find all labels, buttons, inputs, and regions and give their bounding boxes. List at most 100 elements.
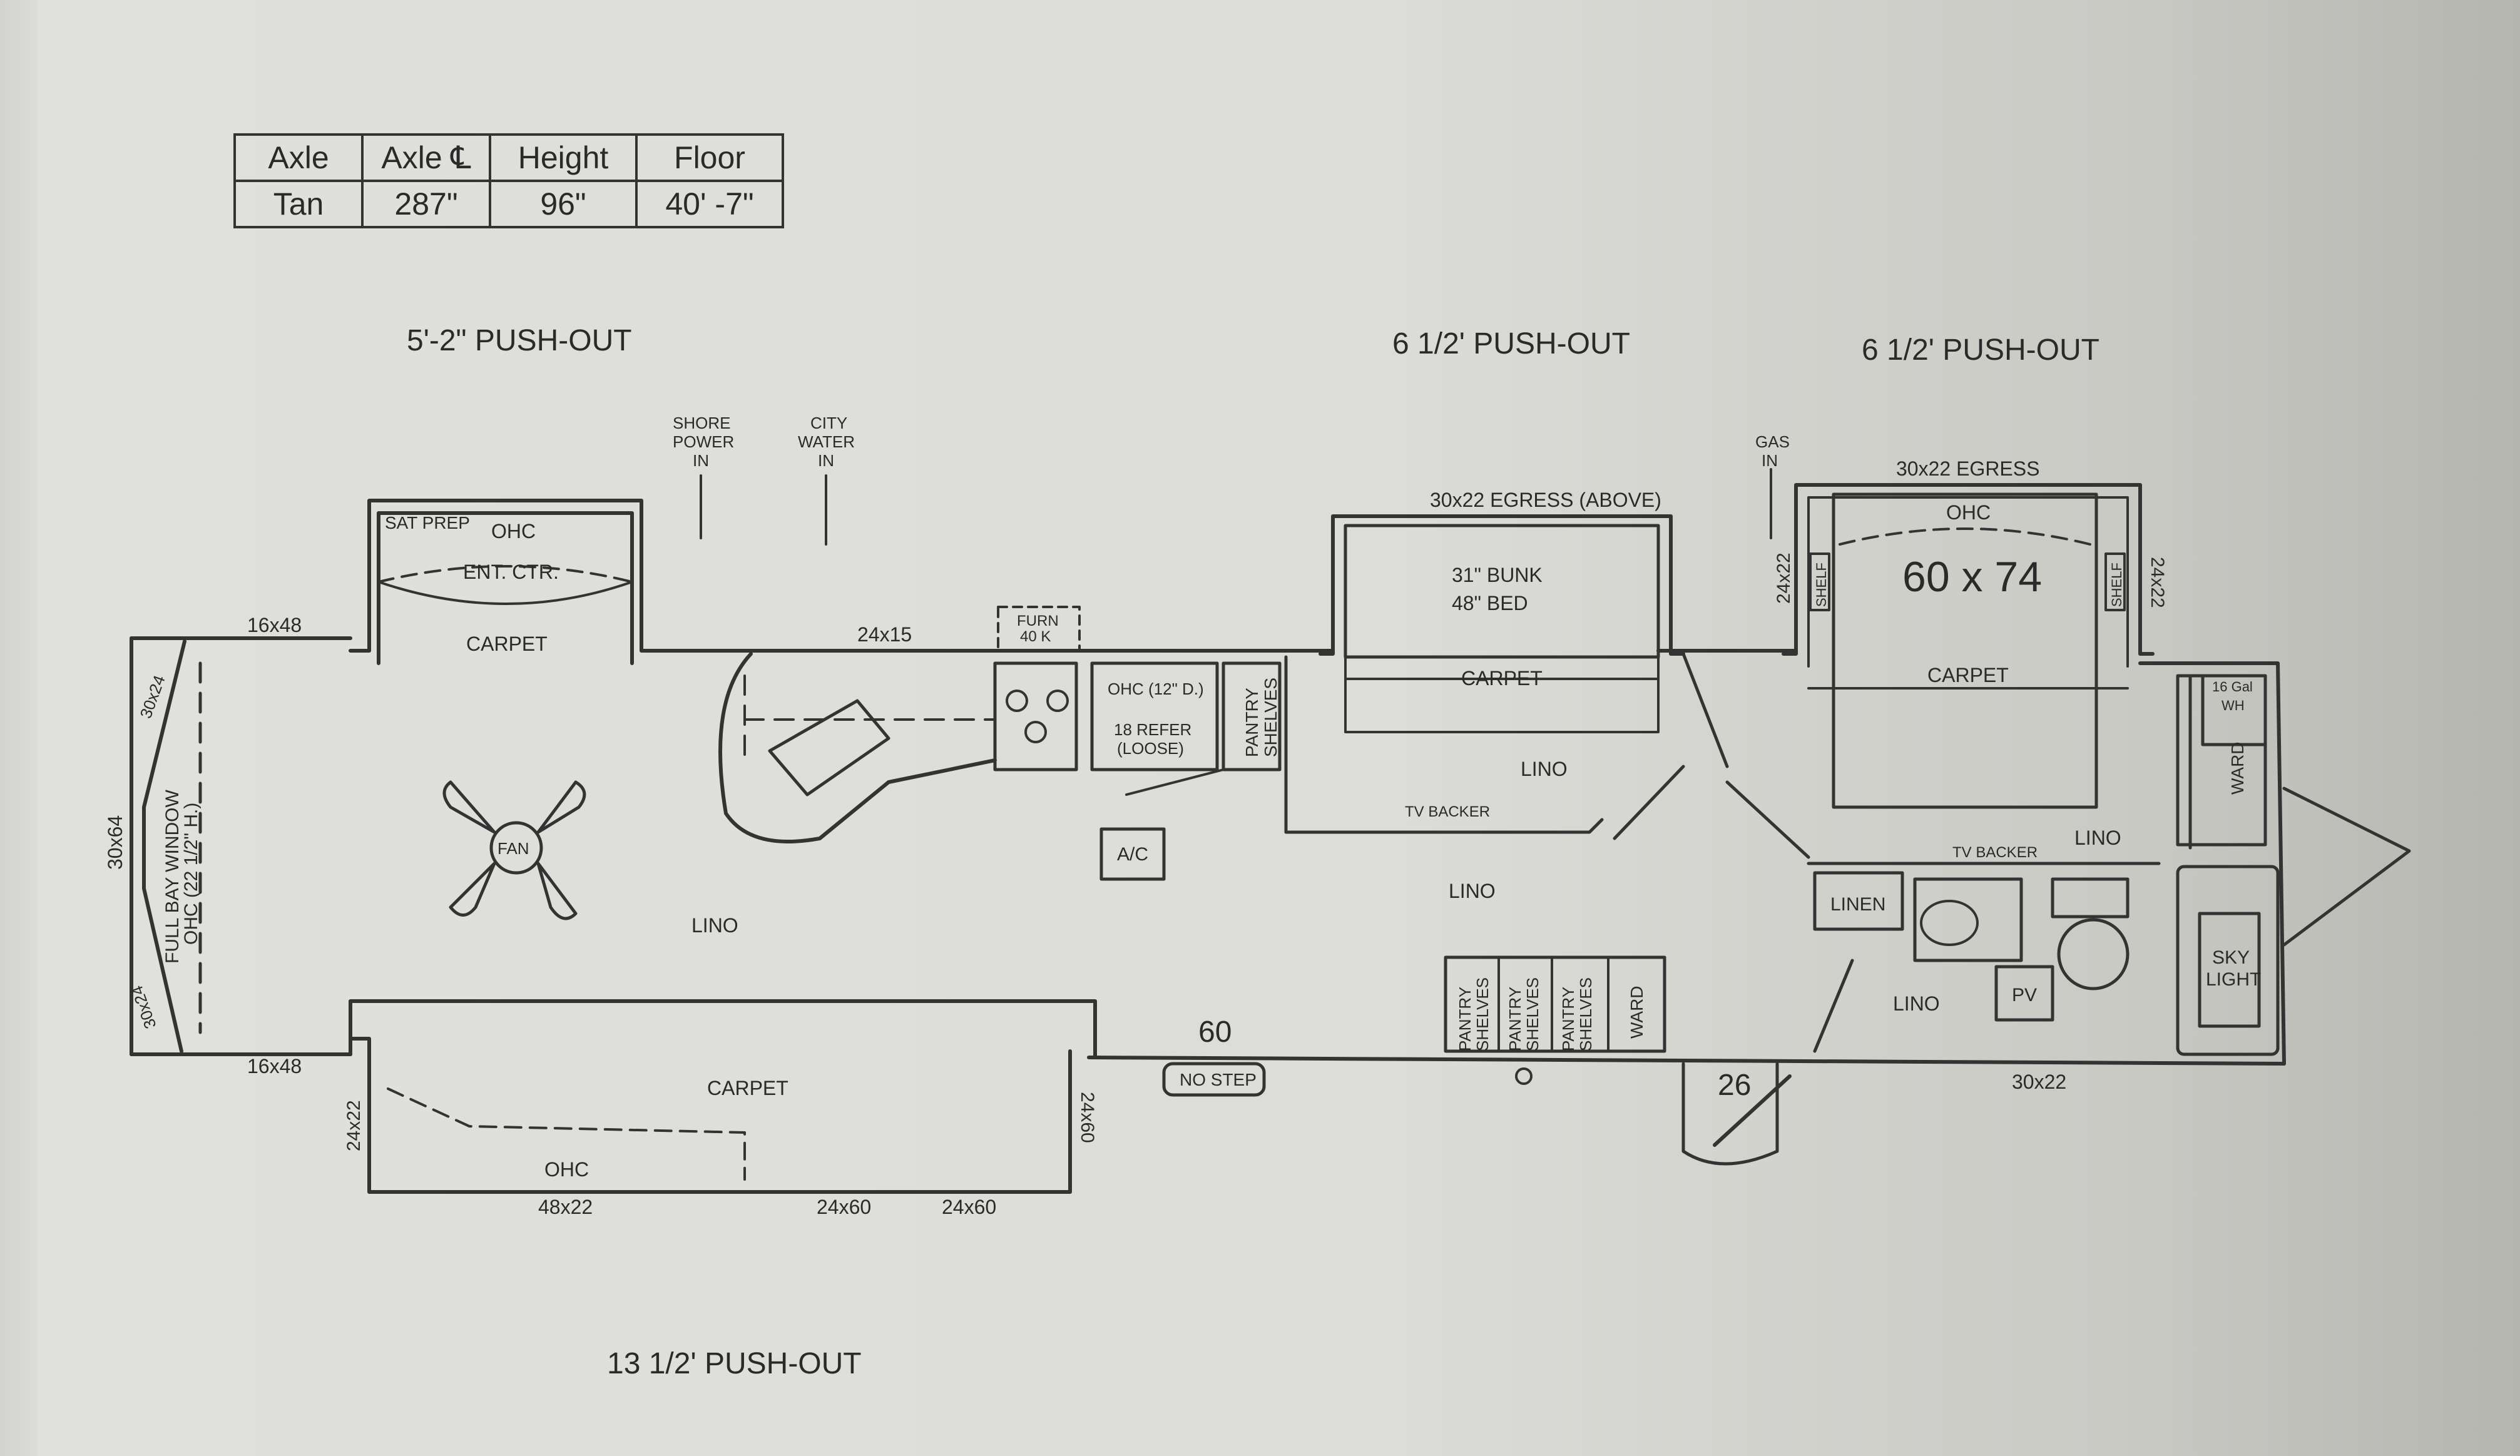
tv-backer-bunk — [1284, 818, 1604, 834]
burner-2 — [1046, 690, 1069, 712]
city-water-label-1: CITY — [810, 414, 847, 432]
bath-lino-label: LINO — [1893, 992, 1940, 1015]
hitch — [2282, 787, 2411, 947]
spec-value-height: 96" — [489, 180, 638, 228]
pv-box — [1994, 965, 2054, 1022]
pushout-front-left-inner — [377, 511, 634, 665]
door-26-label: 26 — [1718, 1069, 1751, 1102]
ceiling-fan — [442, 780, 586, 920]
bed-ohc-label: OHC — [1946, 501, 1991, 524]
egress-above-label: 30x22 EGRESS (ABOVE) — [1430, 489, 1661, 511]
pantry-kitchen-label-2: SHELVES — [1261, 678, 1280, 757]
ac-label: A/C — [1117, 844, 1148, 865]
burner-1 — [1006, 690, 1028, 712]
spec-value-floor: 40' -7" — [635, 180, 784, 228]
toilet-tank — [2051, 877, 2130, 919]
kitchen-counter — [718, 652, 997, 843]
w24x22-bed-label: 24x22 — [2147, 557, 2168, 608]
w48x22-label: 48x22 — [538, 1196, 593, 1218]
shelf-left — [1809, 552, 1830, 611]
city-water-label-3: IN — [818, 451, 834, 470]
furn-label-1: FURN — [1017, 613, 1059, 629]
linen-closet — [1813, 871, 1904, 931]
pushout-front-left — [349, 499, 665, 653]
pushout-bottom — [349, 999, 1097, 1059]
hall-pantry-label-1b: SHELVES — [1473, 977, 1492, 1051]
front-ohc-label: OHC — [491, 520, 536, 542]
w24x15-label: 24x15 — [857, 623, 912, 646]
hall-pantry — [1444, 955, 1666, 1053]
pushout-bedroom-inner — [1807, 496, 2129, 668]
pushout-bedroom — [1782, 483, 2155, 656]
bottom-carpet-label: CARPET — [707, 1077, 788, 1099]
wardrobe-rear — [2176, 674, 2267, 847]
hall-lino-label: LINO — [1521, 758, 1568, 780]
outlet-mark — [1515, 1067, 1533, 1085]
ent-ctr-arc-top — [377, 565, 633, 583]
w16x48-top-label: 16x48 — [247, 614, 302, 636]
bay-window-label-1: FULL BAY WINDOW — [162, 790, 183, 964]
shower — [2176, 865, 2280, 1056]
hall-ward-label: WARD — [1627, 985, 1646, 1039]
spec-header-axle: Axle — [233, 133, 364, 182]
w30x22-rear-label: 30x22 — [2012, 1071, 2066, 1093]
bottom-ohc-label: OHC — [544, 1158, 589, 1181]
gas-label-1: GAS — [1755, 432, 1790, 451]
entry-step — [1681, 1062, 1779, 1166]
bottom-ohc-dash — [387, 1087, 746, 1181]
outer-wall-right-top — [2138, 661, 2286, 1066]
w24x60-side-label: 24x60 — [1077, 1092, 1098, 1143]
entry-door-swing — [1713, 1074, 1792, 1147]
bay-window — [142, 639, 186, 1053]
pushout-bottom-outer — [349, 1037, 1072, 1194]
hall-pantry-label-3b: SHELVES — [1576, 977, 1595, 1051]
sink — [768, 699, 890, 797]
shore-power-label-2: POWER — [673, 432, 734, 451]
burner-3 — [1024, 721, 1047, 743]
paper-edge-shadow — [0, 0, 38, 1456]
spec-value-axle: Tan — [233, 180, 364, 228]
bed-ohc-arc — [1839, 527, 2091, 546]
hall-wall — [1681, 652, 1729, 768]
shelf-right — [2104, 552, 2126, 611]
skylight-label-1: SKY — [2212, 947, 2250, 968]
pushout-bunk — [1319, 514, 1685, 656]
spec-header-height: Height — [489, 133, 638, 182]
w24x60-b-label: 24x60 — [942, 1196, 996, 1218]
spec-value-axle-center: 287" — [361, 180, 491, 228]
w30x24-top-label: 30x24 — [136, 673, 168, 721]
queen-bed — [1832, 492, 2098, 809]
no-step-pad — [1162, 1062, 1266, 1097]
front-carpet-label: CARPET — [466, 633, 548, 655]
kitchen-counter-inner — [743, 675, 996, 765]
bedroom-wall-diag — [1725, 780, 1810, 859]
skylight-label-2: LIGHT — [2206, 969, 2261, 990]
bunk-label-1: 31" BUNK — [1452, 564, 1543, 586]
pushout-front-left-label: 5'-2" PUSH-OUT — [407, 324, 632, 357]
pantry-kitchen-label-1: PANTRY — [1242, 688, 1262, 757]
bed-carpet-label: CARPET — [1927, 664, 2009, 686]
shelf-right-label: SHELF — [2109, 563, 2125, 607]
pv-label: PV — [2012, 985, 2037, 1005]
bay-window-label-2: OHC (22 1/2" H.) — [181, 803, 201, 945]
bunk-bed — [1344, 524, 1660, 659]
middle-lino-label: LINO — [1449, 880, 1496, 902]
bunk-label-2: 48" BED — [1452, 592, 1528, 614]
spec-value-row: Tan 287" 96" 40' -7" — [233, 180, 784, 228]
ward-rear-label: WARD — [2228, 741, 2247, 795]
spec-header-axle-center: Axle ℄ — [361, 133, 491, 182]
w24x60-a-label: 24x60 — [817, 1196, 871, 1218]
toilet-bowl — [2057, 918, 2130, 990]
w24x22-bunk-label: 24x22 — [1773, 552, 1794, 604]
w30x64-label: 30x64 — [104, 815, 126, 870]
skylight — [2198, 912, 2261, 1028]
pushout-middle-label: 6 1/2' PUSH-OUT — [1392, 327, 1630, 360]
refer-label-1: 18 REFER — [1114, 720, 1191, 739]
shelf-left-label: SHELF — [1813, 563, 1829, 607]
fan-label: FAN — [497, 839, 529, 858]
outer-wall-bottom-2 — [1087, 1056, 2286, 1066]
tv-backer-bunk-label: TV BACKER — [1405, 803, 1490, 820]
no-step-label: NO STEP — [1180, 1070, 1257, 1089]
hall-pantry-label-2b: SHELVES — [1523, 977, 1542, 1051]
